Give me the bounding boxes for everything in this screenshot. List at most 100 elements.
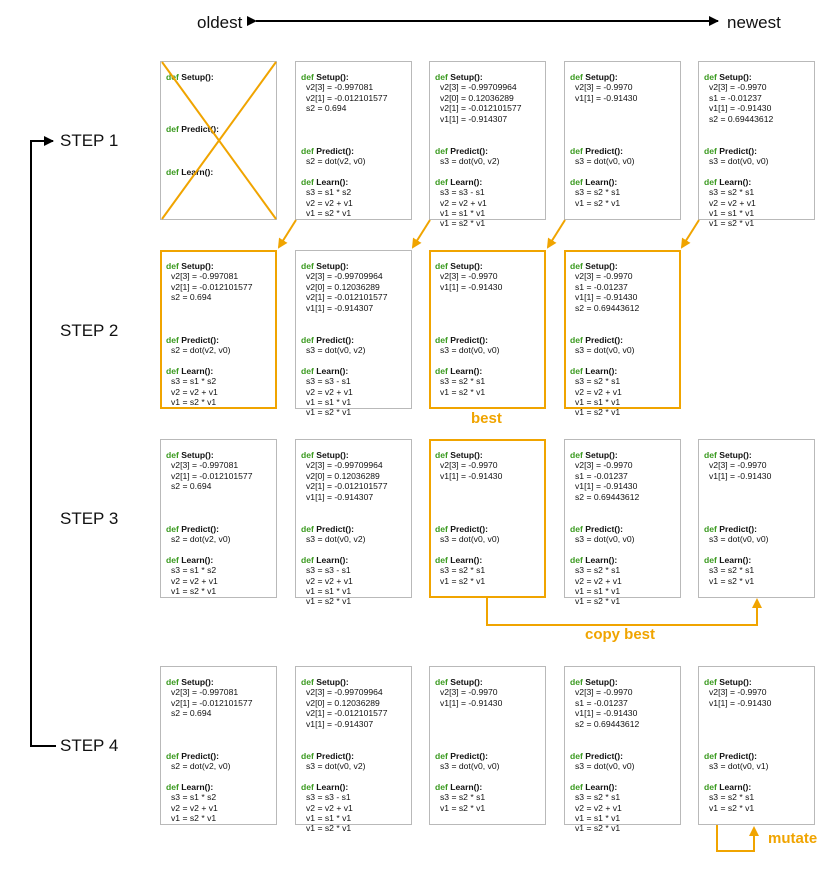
function-header: def Setup(): <box>704 72 814 82</box>
code-line: v2[3] = -0.99709964 <box>306 687 383 698</box>
code-line: s3 = s1 * s2 <box>171 792 217 803</box>
function-header: def Learn(): <box>301 177 411 187</box>
function-name: Predict(): <box>181 124 220 135</box>
function-header: def Predict(): <box>166 524 276 534</box>
def-keyword: def <box>435 335 448 346</box>
code-line: v1 = s2 * v1 <box>306 823 352 834</box>
function-name: Learn(): <box>316 365 349 376</box>
function-header: def Setup(): <box>570 677 680 687</box>
def-keyword: def <box>166 365 179 376</box>
shift-arrow-1 <box>277 219 297 249</box>
function-name: Learn(): <box>316 554 349 565</box>
function-name: Predict(): <box>316 751 355 762</box>
function-name: Setup(): <box>450 450 483 460</box>
code-line: v2[3] = -0.997081 <box>171 271 239 282</box>
function-name: Setup(): <box>585 450 618 460</box>
code-line: s3 = dot(v0, v0) <box>575 156 635 167</box>
function-header: def Predict(): <box>301 146 411 156</box>
function-header: def Predict(): <box>570 751 680 761</box>
function-header: def Learn(): <box>570 366 679 376</box>
function-name: Predict(): <box>316 335 355 346</box>
code-line: s2 = 0.694 <box>171 708 212 719</box>
def-keyword: def <box>301 524 314 535</box>
code-line: v1[1] = -0.914307 <box>306 302 374 313</box>
function-header: def Learn(): <box>435 366 544 376</box>
code-line: s3 = dot(v0, v0) <box>440 534 500 545</box>
def-keyword: def <box>570 261 583 271</box>
function-name: Predict(): <box>585 524 624 535</box>
function-name: Learn(): <box>585 781 618 792</box>
code-line: v2[0] = 0.12036289 <box>440 92 514 103</box>
code-line: v2[3] = -0.9970 <box>709 460 767 471</box>
function-header: def Predict(): <box>301 751 411 761</box>
code-line: v2 = v2 + v1 <box>306 386 353 397</box>
code-line: v1[1] = -0.914307 <box>306 718 374 729</box>
function-header: def Setup(): <box>166 450 276 460</box>
code-line: v1 = s1 * v1 <box>306 397 352 408</box>
code-line: v2 = v2 + v1 <box>575 575 622 586</box>
def-keyword: def <box>570 365 583 376</box>
mutate-label: mutate <box>768 830 818 847</box>
function-name: Learn(): <box>585 365 618 376</box>
code-line: v2[0] = 0.12036289 <box>306 697 380 708</box>
function-header: def Predict(): <box>570 524 680 534</box>
function-name: Learn(): <box>181 554 214 565</box>
code-line: s3 = s2 * s1 <box>709 565 755 576</box>
code-line: s1 = -0.01237 <box>575 470 628 481</box>
def-keyword: def <box>570 335 583 346</box>
function-header: def Setup(): <box>570 72 680 82</box>
function-name: Learn(): <box>181 781 214 792</box>
function-header: def Setup(): <box>435 450 544 460</box>
code-line: s2 = 0.69443612 <box>709 113 774 124</box>
def-keyword: def <box>704 751 717 762</box>
function-name: Predict(): <box>316 146 355 157</box>
def-keyword: def <box>301 677 314 687</box>
code-line: s2 = dot(v2, v0) <box>171 761 231 772</box>
def-keyword: def <box>166 677 179 687</box>
function-header: def Setup(): <box>435 261 544 271</box>
code-line: s3 = dot(v0, v0) <box>575 761 635 772</box>
code-line: v1 = s2 * v1 <box>171 397 217 408</box>
code-line: v1 = s1 * v1 <box>575 586 621 597</box>
code-line: s1 = -0.01237 <box>575 697 628 708</box>
step-1-label: STEP 1 <box>60 131 119 150</box>
oldest-label: oldest <box>197 13 243 32</box>
code-line: v2[3] = -0.9970 <box>575 460 633 471</box>
def-keyword: def <box>570 751 583 762</box>
function-name: Predict(): <box>585 146 624 157</box>
function-header: def Learn(): <box>704 177 814 187</box>
function-header: def Learn(): <box>435 782 545 792</box>
code-line: v1 = s2 * v1 <box>709 802 755 813</box>
code-line: v2[1] = -0.012101577 <box>306 708 388 719</box>
function-header: def Setup(): <box>166 677 276 687</box>
code-line: v1[1] = -0.91430 <box>709 103 772 114</box>
code-line: s3 = dot(v0, v0) <box>709 534 769 545</box>
function-header: def Learn(): <box>301 782 411 792</box>
code-line: s1 = -0.01237 <box>709 92 762 103</box>
code-line: v1 = s1 * v1 <box>575 397 621 408</box>
code-line: s3 = s3 - s1 <box>306 565 351 576</box>
function-name: Setup(): <box>316 72 349 82</box>
function-name: Predict(): <box>719 146 758 157</box>
function-name: Learn(): <box>450 554 483 565</box>
code-line: s3 = dot(v0, v0) <box>440 345 500 356</box>
code-line: s3 = s2 * s1 <box>575 792 621 803</box>
code-line: s3 = dot(v0, v0) <box>575 534 635 545</box>
def-keyword: def <box>704 677 717 687</box>
def-keyword: def <box>570 450 583 460</box>
function-name: Predict(): <box>450 146 489 157</box>
function-name: Learn(): <box>450 781 483 792</box>
code-line: v1[1] = -0.91430 <box>575 481 638 492</box>
code-line: v1 = s2 * v1 <box>171 813 217 824</box>
code-line: s3 = s3 - s1 <box>306 792 351 803</box>
function-header: def Learn(): <box>435 177 545 187</box>
def-keyword: def <box>166 554 179 565</box>
code-line: s3 = dot(v0, v2) <box>306 345 366 356</box>
function-name: Learn(): <box>719 176 752 187</box>
function-header: def Predict(): <box>166 751 276 761</box>
def-keyword: def <box>301 72 314 82</box>
def-keyword: def <box>301 781 314 792</box>
